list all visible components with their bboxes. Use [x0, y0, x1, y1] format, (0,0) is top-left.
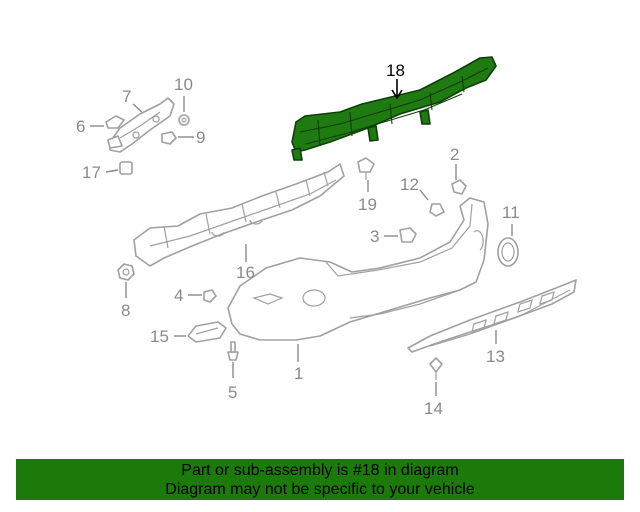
- part-10-nut[interactable]: [178, 114, 190, 126]
- callout-1[interactable]: 1: [294, 364, 303, 383]
- callout-18[interactable]: 18: [386, 61, 405, 80]
- part-3-clip[interactable]: [399, 227, 417, 243]
- callout-4[interactable]: 4: [174, 286, 183, 305]
- part-19-push-pin[interactable]: [357, 157, 375, 180]
- part-16-energy-absorber[interactable]: [133, 163, 345, 267]
- callout-9[interactable]: 9: [196, 128, 205, 147]
- callout-2[interactable]: 2: [450, 145, 459, 164]
- part-2-clip[interactable]: [451, 179, 467, 195]
- part-1-bumper-cover[interactable]: [227, 197, 489, 341]
- part-8-nut[interactable]: [117, 263, 135, 281]
- leader-17: [105, 169, 119, 173]
- callout-10[interactable]: 10: [174, 75, 193, 94]
- banner-disclaimer-line: Diagram may not be specific to your vehi…: [165, 481, 475, 498]
- callout-13[interactable]: 13: [486, 347, 505, 366]
- callout-19[interactable]: 19: [358, 195, 377, 214]
- callout-12[interactable]: 12: [400, 175, 419, 194]
- part-9-push-pin[interactable]: [161, 131, 177, 145]
- callout-5[interactable]: 5: [228, 383, 237, 402]
- banner-part-line: Part or sub-assembly is #18 in diagram: [181, 462, 459, 479]
- part-5-bolt[interactable]: [227, 341, 239, 361]
- part-14-push-pin[interactable]: [429, 357, 443, 380]
- callout-16[interactable]: 16: [236, 263, 255, 282]
- leader-12: [419, 189, 429, 201]
- callout-6[interactable]: 6: [76, 117, 85, 136]
- callout-15[interactable]: 15: [150, 327, 169, 346]
- part-12-clip[interactable]: [429, 203, 445, 217]
- callout-14[interactable]: 14: [424, 399, 443, 418]
- part-17-retainer[interactable]: [119, 161, 133, 175]
- part-4-push-pin[interactable]: [203, 289, 217, 303]
- part-7-bracket[interactable]: [107, 97, 175, 153]
- callout-11[interactable]: 11: [502, 203, 520, 222]
- part-11-cap[interactable]: [497, 237, 519, 267]
- part-18-bumper-reinforcement[interactable]: [291, 56, 497, 161]
- callout-3[interactable]: 3: [370, 227, 379, 246]
- part-13-lower-panel[interactable]: [407, 279, 577, 353]
- leader-7: [132, 103, 143, 113]
- part-info-banner: Part or sub-assembly is #18 in diagram D…: [16, 459, 624, 500]
- leader-18-arrow: [391, 89, 403, 100]
- callout-7[interactable]: 7: [122, 87, 131, 106]
- callout-17[interactable]: 17: [82, 163, 101, 182]
- part-6-clip[interactable]: [105, 115, 125, 129]
- part-15-reflector[interactable]: [187, 321, 227, 343]
- callout-8[interactable]: 8: [121, 301, 130, 320]
